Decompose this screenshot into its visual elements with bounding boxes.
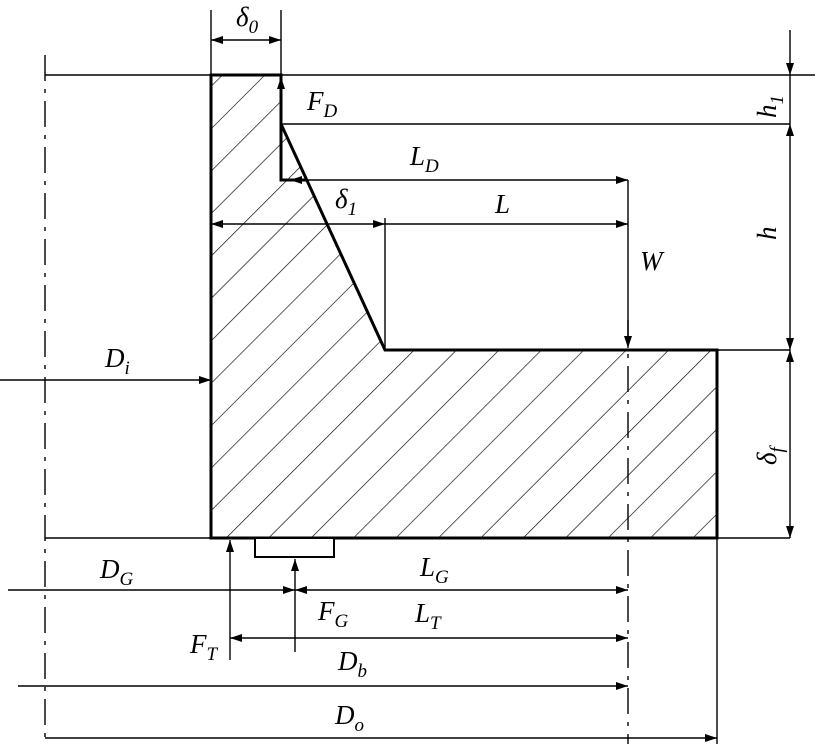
fg-label: FG — [317, 596, 349, 632]
ft-label: FT — [189, 629, 219, 665]
lg-label: LG — [419, 552, 449, 588]
di-label: Di — [104, 343, 130, 379]
delta0-label: δ0 — [236, 2, 259, 38]
lt-label: LT — [414, 598, 442, 634]
w-label: W — [640, 246, 665, 276]
ld-label: LD — [409, 141, 439, 177]
dg-label: DG — [99, 554, 134, 590]
flange-section — [209, 73, 719, 540]
l-label: L — [494, 189, 510, 219]
h1-label: h1 — [752, 95, 788, 118]
fd-label: FD — [306, 86, 338, 122]
db-label: Db — [337, 646, 367, 682]
gasket — [254, 537, 335, 558]
do-label: Do — [334, 700, 364, 736]
h-label: h — [752, 227, 782, 241]
deltaf-label: δf — [752, 444, 788, 465]
delta1-label: δ1 — [335, 184, 357, 220]
